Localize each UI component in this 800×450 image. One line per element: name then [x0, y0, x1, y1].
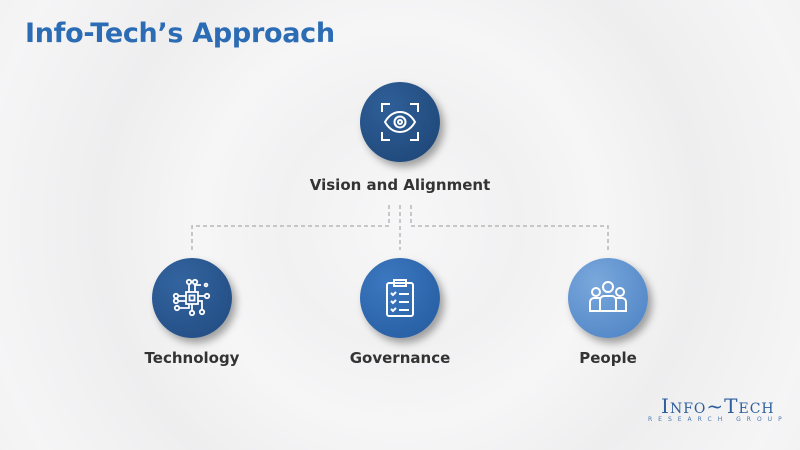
logo-main-text: Info~Tech: [661, 394, 775, 418]
people-group-icon: [589, 281, 627, 312]
info-tech-logo: Info~Tech RESEARCH GROUP: [648, 394, 788, 423]
page-title: Info-Tech’s Approach: [25, 18, 335, 49]
logo-sub-text: RESEARCH GROUP: [648, 416, 788, 423]
eye-icon: [381, 103, 419, 141]
clipboard-checklist-icon: [386, 279, 414, 317]
vision-label: Vision and Alignment: [309, 176, 491, 194]
connector-people: [410, 205, 609, 250]
people-label: People: [579, 349, 637, 367]
governance-label: Governance: [349, 349, 451, 367]
governance-node: [360, 258, 440, 338]
connector-technology: [191, 205, 390, 250]
circuit-chip-icon: [172, 278, 211, 317]
vision-node: [360, 82, 440, 162]
technology-label: Technology: [144, 349, 240, 367]
people-node: [568, 258, 648, 338]
technology-node: [152, 258, 232, 338]
